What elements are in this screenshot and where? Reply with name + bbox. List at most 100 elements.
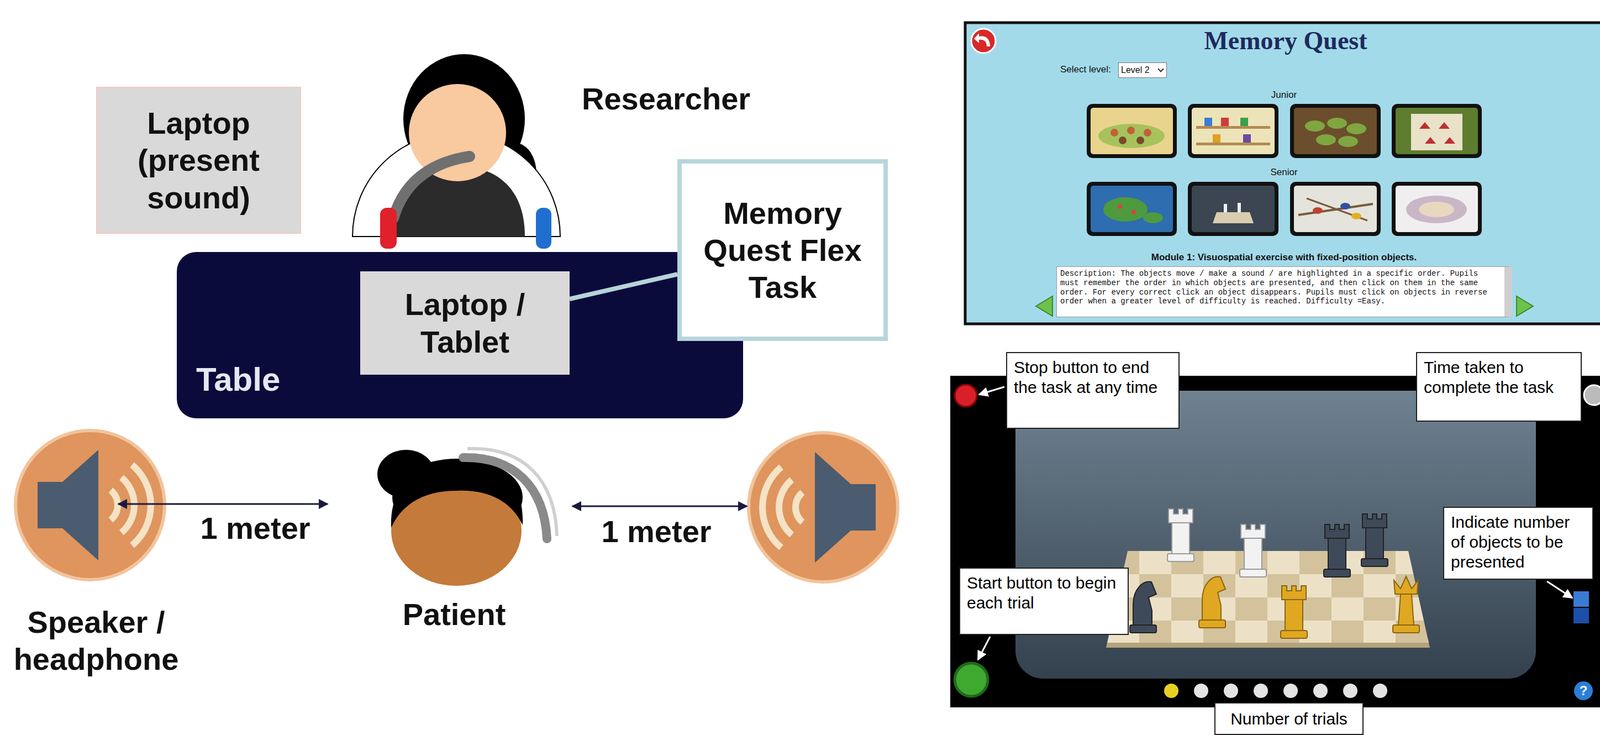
- patient-figure: [462, 457, 547, 539]
- node-text: Module 1: Visuospatial exercise with fix…: [1035, 251, 1533, 263]
- game-thumbnail: [1395, 107, 1478, 155]
- game-screenshot: [1343, 683, 1358, 698]
- patient-figure: [391, 460, 523, 528]
- game-thumbnail: [1127, 126, 1135, 135]
- table-surface: [176, 251, 744, 419]
- game-thumbnail: [1391, 103, 1482, 159]
- game-screenshot: [1253, 683, 1268, 698]
- menu-screenshot: [971, 28, 996, 54]
- text-wrap: Memory Quest Flex Task: [688, 194, 877, 307]
- connector-line: [569, 274, 678, 299]
- leader-line: [979, 386, 1005, 395]
- text-wrap: Indicate number of objects to be present…: [1450, 512, 1586, 572]
- label-holder: 1 meter: [573, 512, 740, 550]
- leader-line: [1546, 581, 1573, 598]
- game-thumbnail: [1290, 181, 1381, 236]
- game-thumbnail: [1240, 117, 1249, 126]
- game-thumbnail: [1131, 209, 1136, 215]
- game-thumbnail: [1223, 203, 1228, 213]
- task-box: Memory Quest Flex Task: [677, 159, 888, 341]
- researcher-figure: [535, 207, 552, 249]
- distance-label: 1 meter: [172, 509, 339, 547]
- game-thumbnail: [1086, 103, 1177, 159]
- level-dropdown: Level 2: [1118, 62, 1167, 78]
- game-screenshot: [1106, 642, 1430, 648]
- text-wrap: Laptop / Tablet: [366, 285, 563, 360]
- game-thumbnail: [1090, 107, 1173, 155]
- game-screenshot: [1223, 683, 1239, 698]
- label-holder: Researcher: [581, 80, 781, 118]
- node-text: Time taken to complete the task: [1423, 357, 1575, 398]
- chess-piece: [1129, 581, 1157, 633]
- game-thumbnail: [1143, 128, 1152, 137]
- researcher-figure: [393, 156, 470, 219]
- role-label: Researcher: [581, 80, 781, 118]
- game-thumbnail: [1327, 117, 1347, 129]
- game-thumbnail: [1191, 185, 1275, 233]
- callout-box: Number of trials: [1214, 702, 1364, 735]
- callout-box: Time taken to complete the task: [1416, 351, 1582, 422]
- game-thumbnail: [1290, 103, 1381, 159]
- node-text: Select level:: [1060, 64, 1117, 76]
- chess-piece: [1280, 585, 1308, 639]
- node-text: Memory Quest Flex Task: [688, 194, 877, 307]
- text-wrap: Start button to begin each trial: [966, 572, 1121, 613]
- game-thumbnail: [1086, 181, 1177, 236]
- chess-piece: [1167, 508, 1194, 562]
- game-thumbnail: [1316, 134, 1336, 146]
- game-thumbnail: [1351, 212, 1362, 220]
- game-screenshot: [1164, 683, 1179, 698]
- distance-arrow: [118, 503, 747, 507]
- menu-screenshot: [1035, 296, 1053, 317]
- label-holder: Speaker / headphone: [4, 603, 188, 678]
- game-thumbnail: [1419, 122, 1431, 129]
- distance-label: 1 meter: [573, 512, 740, 550]
- menu-screenshot: [965, 22, 1600, 324]
- game-thumbnail: [1103, 197, 1148, 222]
- game-thumbnail: [1312, 207, 1323, 214]
- table-surface: [176, 251, 744, 419]
- chess-piece: [1392, 576, 1420, 633]
- game-thumbnail: [1290, 103, 1381, 159]
- game-thumbnail: [1340, 202, 1351, 210]
- chess-piece: [1239, 524, 1267, 577]
- game-thumbnail: [1086, 103, 1482, 236]
- help-icon-text: ?: [1574, 682, 1593, 699]
- patient-figure: [377, 448, 557, 586]
- game-thumbnail: [1290, 181, 1381, 236]
- callout-box: Start button to begin each trial: [959, 567, 1129, 635]
- speaker-icon: [15, 430, 165, 580]
- game-screenshot: [1283, 683, 1298, 698]
- game-thumbnail: [1118, 136, 1127, 145]
- app-screenshot: Memory QuestSelect level:JuniorSeniorMod…: [965, 22, 1600, 324]
- callout-box: Stop button to end the task at any time: [1006, 351, 1180, 429]
- menu-screenshot: [1516, 296, 1534, 317]
- game-screenshot: [1574, 681, 1593, 700]
- game-thumbnail: [1243, 134, 1251, 143]
- game-thumbnail: [1418, 201, 1455, 218]
- chess-piece: [1198, 576, 1226, 628]
- text-wrap: Number of trials: [1222, 708, 1356, 729]
- game-thumbnail: [1306, 198, 1368, 221]
- callout-box: Indicate number of objects to be present…: [1443, 506, 1594, 580]
- researcher-figure: [352, 54, 561, 249]
- game-thumbnail: [1391, 181, 1482, 236]
- chess-piece: [1323, 524, 1351, 577]
- leader-line: [977, 636, 991, 660]
- researcher-figure: [380, 207, 397, 249]
- game-screenshot: [954, 384, 977, 407]
- node-text: Indicate number of objects to be present…: [1450, 512, 1586, 572]
- table-area: TableLaptop / Tablet: [176, 251, 744, 419]
- game-thumbnail: [1143, 212, 1163, 224]
- game-screenshot: [954, 662, 988, 697]
- game-thumbnail: [1187, 103, 1279, 159]
- game-thumbnail: [1293, 107, 1377, 155]
- game-thumbnail: [1444, 137, 1456, 144]
- role-label: Patient: [371, 595, 538, 633]
- game-thumbnail: [1187, 181, 1279, 236]
- menu-screenshot: [965, 22, 1600, 324]
- game-thumbnail: [1212, 134, 1221, 143]
- node-text: Stop button to end the task at any time: [1013, 357, 1172, 398]
- game-screenshot: [1313, 683, 1328, 698]
- node-text: Memory Quest: [1175, 26, 1397, 56]
